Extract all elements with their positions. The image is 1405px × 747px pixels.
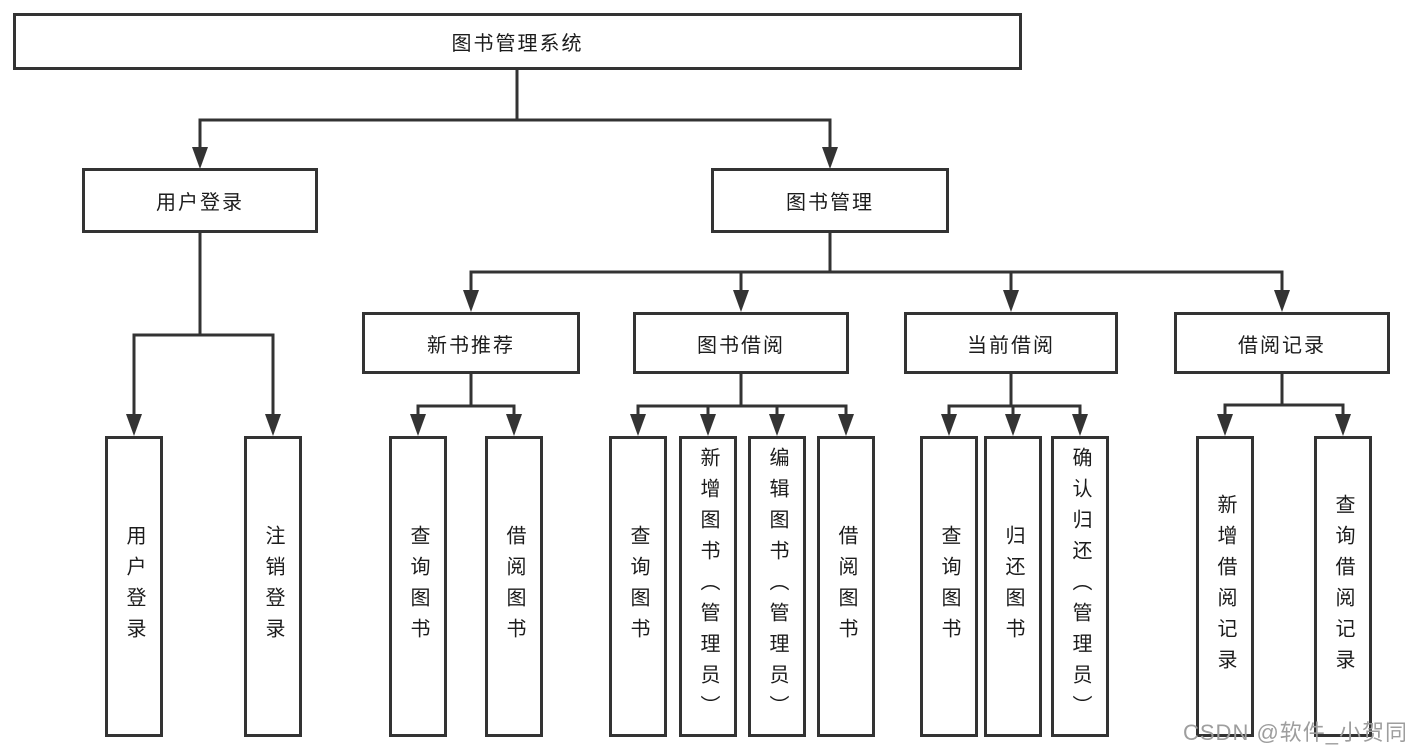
connector-path <box>132 69 1345 416</box>
node-label: 新书推荐 <box>427 334 515 357</box>
leaf-borrowing-add-book-admin: 新增图书（管理员） <box>679 436 737 737</box>
arrowhead-icon <box>126 414 142 436</box>
node-current-borrowing: 当前借阅 <box>904 312 1118 374</box>
arrowhead-icon <box>822 147 838 169</box>
leaf-logout: 注销登录 <box>244 436 302 737</box>
arrowhead-icon <box>506 414 522 436</box>
node-new-book-recommend: 新书推荐 <box>362 312 580 374</box>
arrowhead-icon <box>1335 414 1351 436</box>
watermark-text: CSDN @软件_小贺同学 <box>1183 720 1405 745</box>
leaf-borrowing-borrow-book: 借阅图书 <box>817 436 875 737</box>
arrowhead-icon <box>265 414 281 436</box>
leaf-records-add-record: 新增借阅记录 <box>1196 436 1254 737</box>
arrowhead-icon <box>463 290 479 312</box>
arrowhead-icon <box>700 414 716 436</box>
node-label: 查询借阅记录 <box>1332 493 1354 680</box>
node-user-login: 用户登录 <box>82 168 318 233</box>
node-label: 编辑图书（管理员） <box>766 447 788 726</box>
leaf-recommend-query-book: 查询图书 <box>389 436 447 737</box>
arrowhead-icon <box>838 414 854 436</box>
node-label: 新增借阅记录 <box>1214 493 1236 680</box>
node-label: 新增图书（管理员） <box>697 447 719 726</box>
leaf-records-query-record: 查询借阅记录 <box>1314 436 1372 737</box>
node-label: 注销登录 <box>262 524 284 649</box>
node-root: 图书管理系统 <box>13 13 1022 70</box>
node-label: 用户登录 <box>123 524 145 649</box>
node-label: 借阅图书 <box>503 524 525 649</box>
node-label: 借阅图书 <box>835 524 857 649</box>
arrowhead-icon <box>410 414 426 436</box>
arrowhead-icon <box>1217 414 1233 436</box>
node-label: 查询图书 <box>938 524 960 649</box>
arrowhead-icon <box>769 414 785 436</box>
arrowhead-icon <box>1005 414 1021 436</box>
leaf-recommend-borrow-book: 借阅图书 <box>485 436 543 737</box>
node-label: 图书管理系统 <box>451 33 584 55</box>
leaf-current-return-book: 归还图书 <box>984 436 1042 737</box>
node-label: 查询图书 <box>407 524 429 649</box>
node-label: 用户登录 <box>156 192 244 214</box>
node-label: 确认归还（管理员） <box>1069 447 1091 726</box>
leaf-current-confirm-return-admin: 确认归还（管理员） <box>1051 436 1109 737</box>
arrowhead-icon <box>192 147 208 169</box>
arrowhead-icon <box>1003 290 1019 312</box>
leaf-user-login: 用户登录 <box>105 436 163 737</box>
node-book-management: 图书管理 <box>711 168 949 233</box>
leaf-current-query-book: 查询图书 <box>920 436 978 737</box>
leaf-borrowing-edit-book-admin: 编辑图书（管理员） <box>748 436 806 737</box>
node-borrowing-records: 借阅记录 <box>1174 312 1390 374</box>
node-book-borrowing: 图书借阅 <box>633 312 849 374</box>
arrowhead-icon <box>1274 290 1290 312</box>
leaf-borrowing-query-book: 查询图书 <box>609 436 667 737</box>
node-label: 图书管理 <box>786 192 874 214</box>
node-label: 图书借阅 <box>697 334 785 357</box>
node-label: 查询图书 <box>627 524 649 649</box>
arrowhead-icon <box>733 290 749 312</box>
arrowhead-icon <box>941 414 957 436</box>
node-label: 当前借阅 <box>967 334 1055 357</box>
arrowhead-icon <box>1072 414 1088 436</box>
node-label: 借阅记录 <box>1238 334 1326 357</box>
node-label: 归还图书 <box>1002 524 1024 649</box>
arrowhead-icon <box>630 414 646 436</box>
